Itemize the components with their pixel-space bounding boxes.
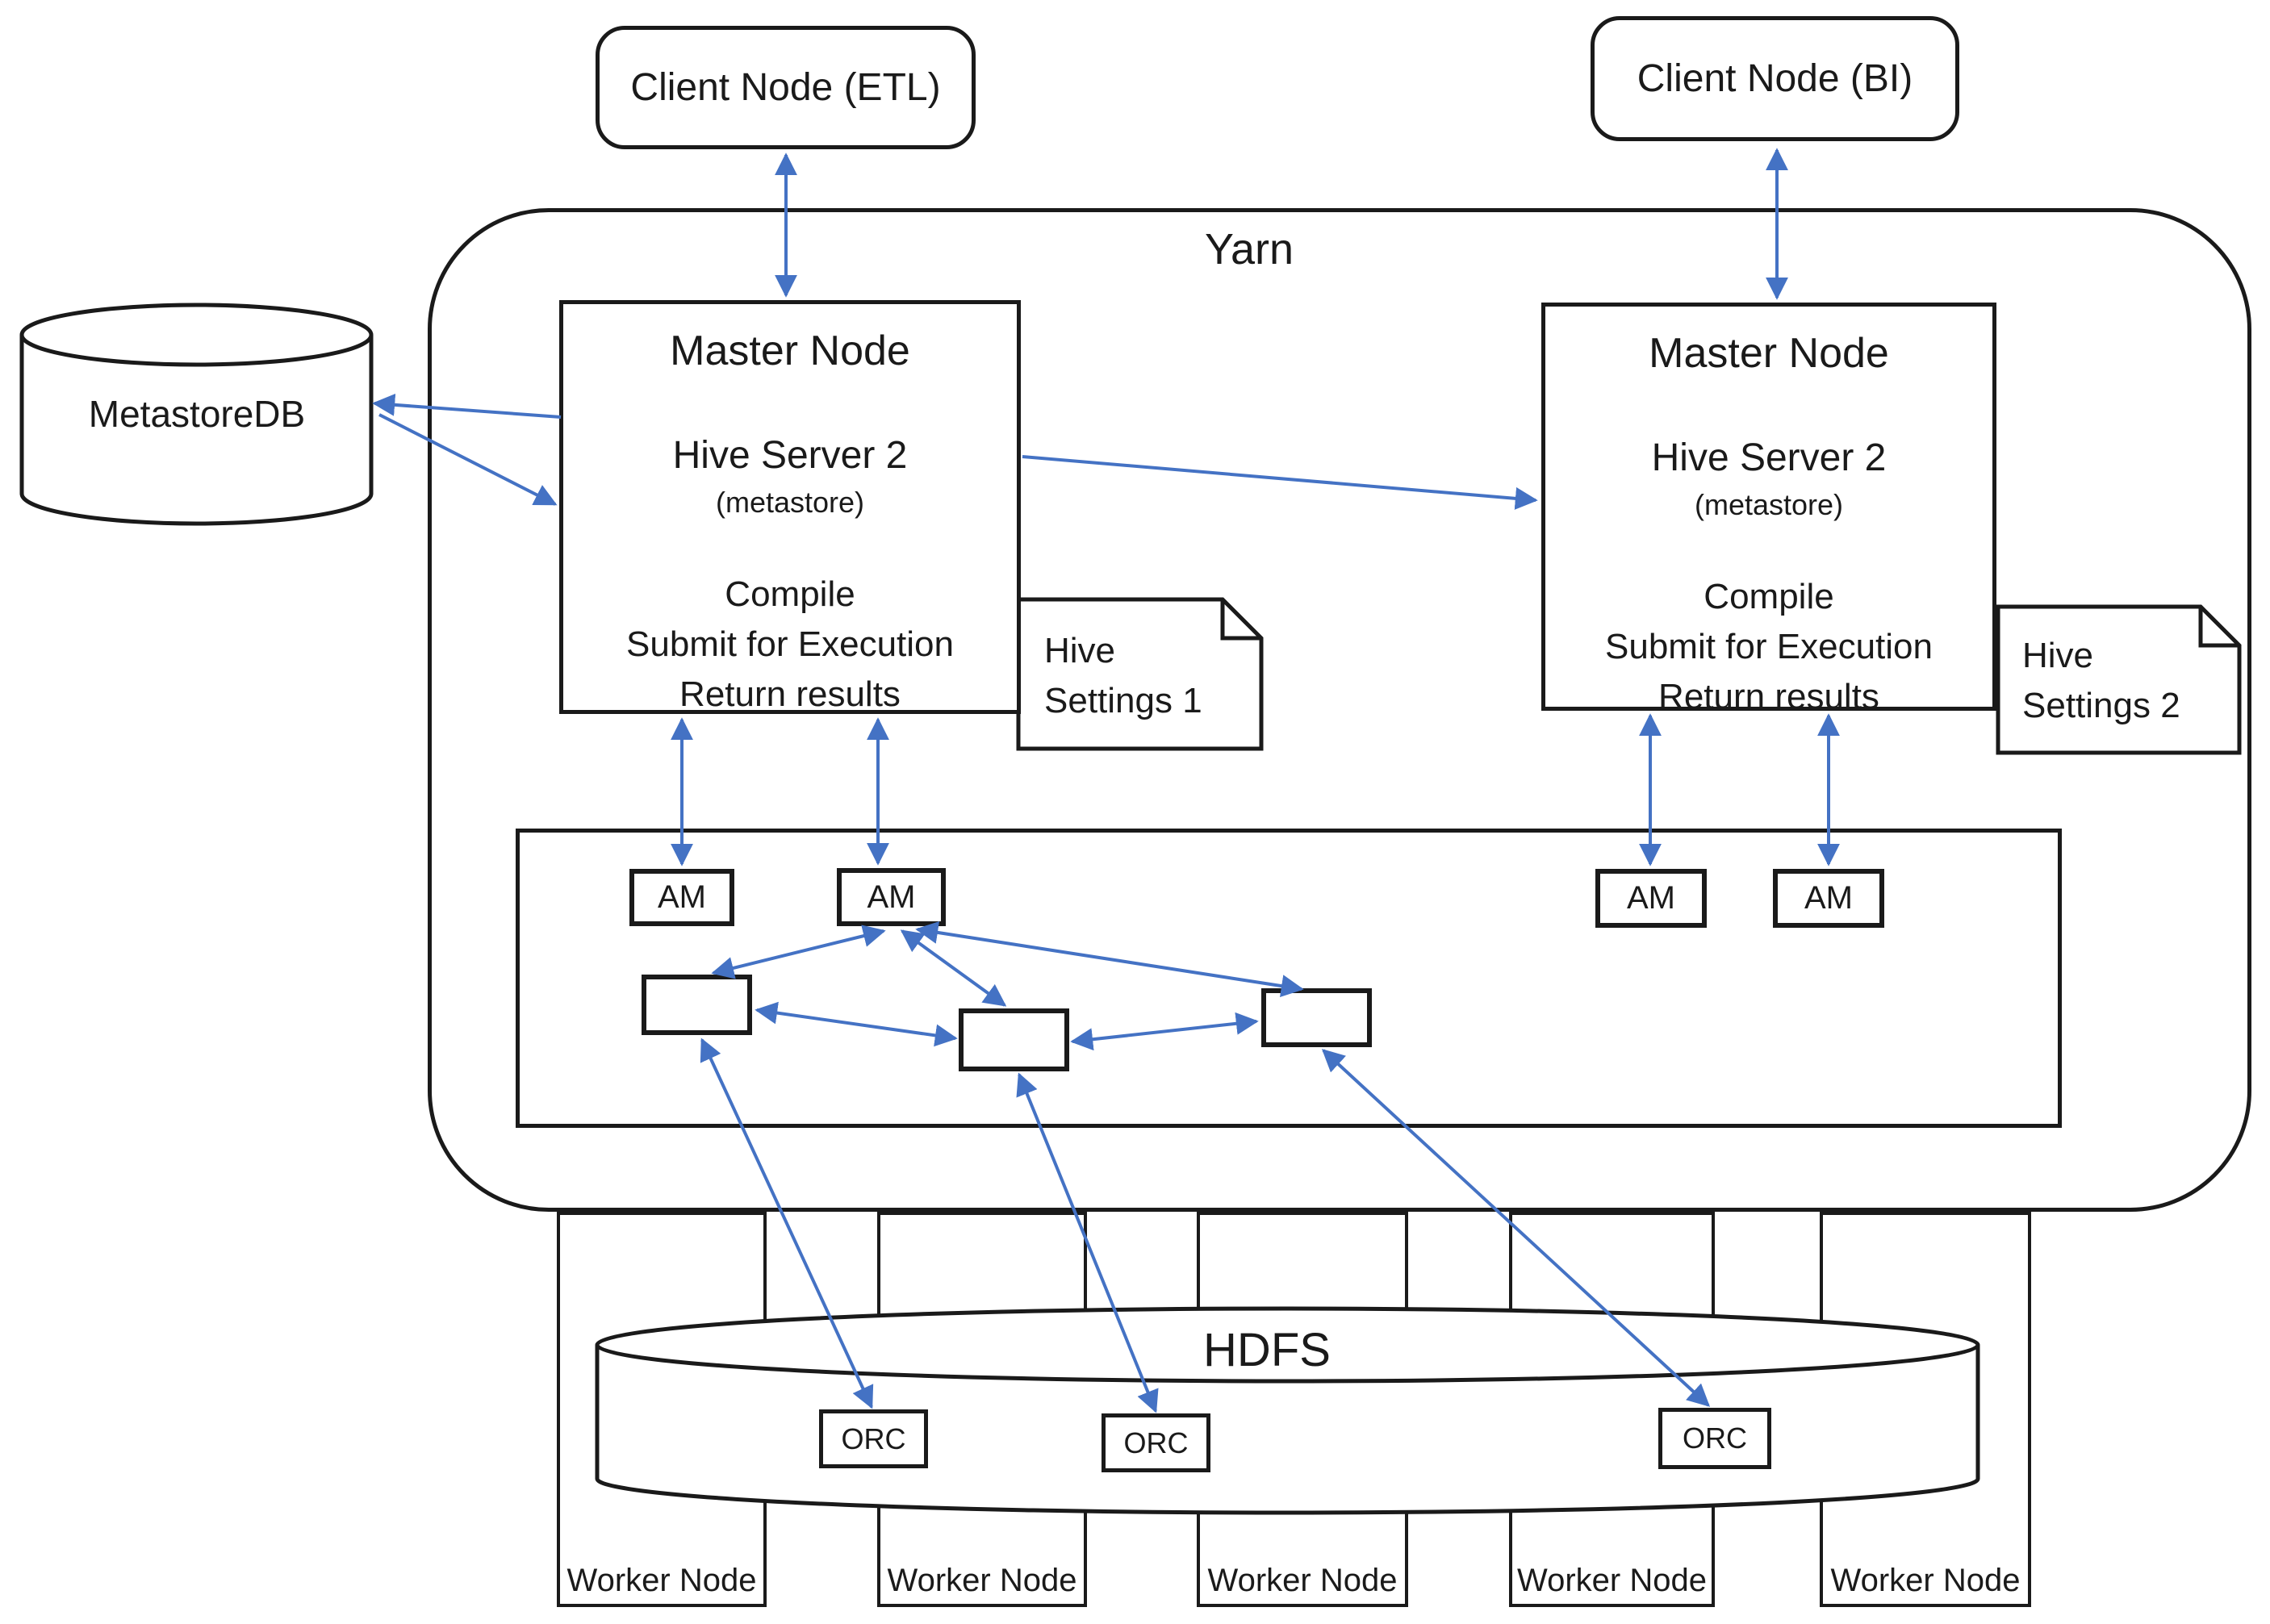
arrow-task2-task3	[1070, 1012, 1259, 1051]
orc-box-2: ORC	[1102, 1413, 1210, 1472]
worker-node-label: Worker Node	[1830, 1563, 2021, 1598]
task-box-3	[1261, 988, 1372, 1047]
am-box-3: AM	[1595, 869, 1707, 928]
am-box-4: AM	[1773, 869, 1884, 928]
client-node-etl-label: Client Node (ETL)	[630, 66, 941, 109]
arrow-metastoredb-to-master	[378, 413, 558, 506]
task-box-1	[642, 975, 752, 1035]
note-line: Hive	[1044, 631, 1116, 670]
hive-settings-2-text: Hive Settings 2	[2022, 631, 2180, 731]
task-return: Return results	[679, 674, 901, 714]
hive-server-label: Hive Server 2	[672, 434, 908, 477]
am-label: AM	[867, 879, 916, 915]
task-box-2	[959, 1008, 1069, 1071]
am-label: AM	[1804, 880, 1853, 916]
arrow-am2-task3	[915, 921, 1304, 997]
hive-settings-1-fold	[1220, 599, 1261, 641]
arrow-task2-orc2	[1016, 1072, 1159, 1413]
hive-settings-1-text: Hive Settings 1	[1044, 626, 1202, 726]
master-node-left-content: Master Node Hive Server 2 (metastore) Co…	[563, 304, 1017, 714]
worker-node-label: Worker Node	[887, 1563, 1077, 1598]
am-label: AM	[1627, 880, 1675, 916]
am-box-1: AM	[629, 869, 734, 926]
task-submit: Submit for Execution	[626, 624, 954, 664]
metastoredb-cylinder-body	[19, 335, 374, 526]
master-node-title: Master Node	[670, 328, 910, 374]
arrow-task3-orc3	[1321, 1049, 1711, 1407]
note-line: Settings 1	[1044, 681, 1202, 720]
task-return: Return results	[1658, 677, 1879, 716]
am-label: AM	[658, 879, 706, 915]
orc-label: ORC	[1123, 1426, 1189, 1459]
arrow-master-to-metastoredb	[372, 393, 562, 419]
client-node-bi-label: Client Node (BI)	[1637, 57, 1913, 100]
metastore-note: (metastore)	[1694, 488, 1844, 521]
master-node-right: Master Node Hive Server 2 (metastore) Co…	[1541, 303, 1996, 716]
hdfs-label: HDFS	[1203, 1324, 1331, 1376]
yarn-label: Yarn	[1204, 225, 1294, 273]
orc-box-1: ORC	[819, 1409, 928, 1468]
orc-box-3: ORC	[1658, 1408, 1771, 1469]
task-compile: Compile	[1704, 577, 1834, 616]
client-node-etl: Client Node (ETL)	[596, 26, 976, 149]
arrow-task1-task2	[755, 1001, 958, 1047]
hive-settings-1-note	[1016, 597, 1264, 751]
arrow-am2-task1	[711, 925, 886, 979]
yarn-task-container	[516, 829, 2062, 1128]
master-node-right-content: Master Node Hive Server 2 (metastore) Co…	[1545, 307, 1992, 716]
arrow-masterleft-to-masterright	[1022, 455, 1538, 510]
worker-node-label: Worker Node	[566, 1563, 757, 1598]
hive-settings-2-fold	[2198, 607, 2239, 648]
orc-label: ORC	[841, 1422, 906, 1455]
am-box-2: AM	[837, 868, 946, 926]
metastore-note: (metastore)	[715, 486, 865, 519]
note-line: Settings 2	[2022, 686, 2180, 725]
orc-label: ORC	[1683, 1422, 1747, 1455]
hive-settings-2-note	[1996, 604, 2242, 755]
worker-node-label: Worker Node	[1517, 1563, 1707, 1598]
task-submit: Submit for Execution	[1605, 627, 1933, 666]
hive-server-label: Hive Server 2	[1651, 436, 1887, 479]
worker-node-label: Worker Node	[1207, 1563, 1398, 1598]
metastoredb-label: MetastoreDB	[88, 393, 306, 435]
arrow-task1-orc1	[700, 1037, 874, 1409]
master-node-title: Master Node	[1649, 330, 1889, 377]
task-compile: Compile	[725, 574, 855, 614]
metastoredb-cylinder-top	[19, 303, 374, 367]
client-node-bi: Client Node (BI)	[1591, 16, 1959, 141]
note-line: Hive	[2022, 636, 2094, 675]
master-node-left: Master Node Hive Server 2 (metastore) Co…	[559, 300, 1021, 714]
